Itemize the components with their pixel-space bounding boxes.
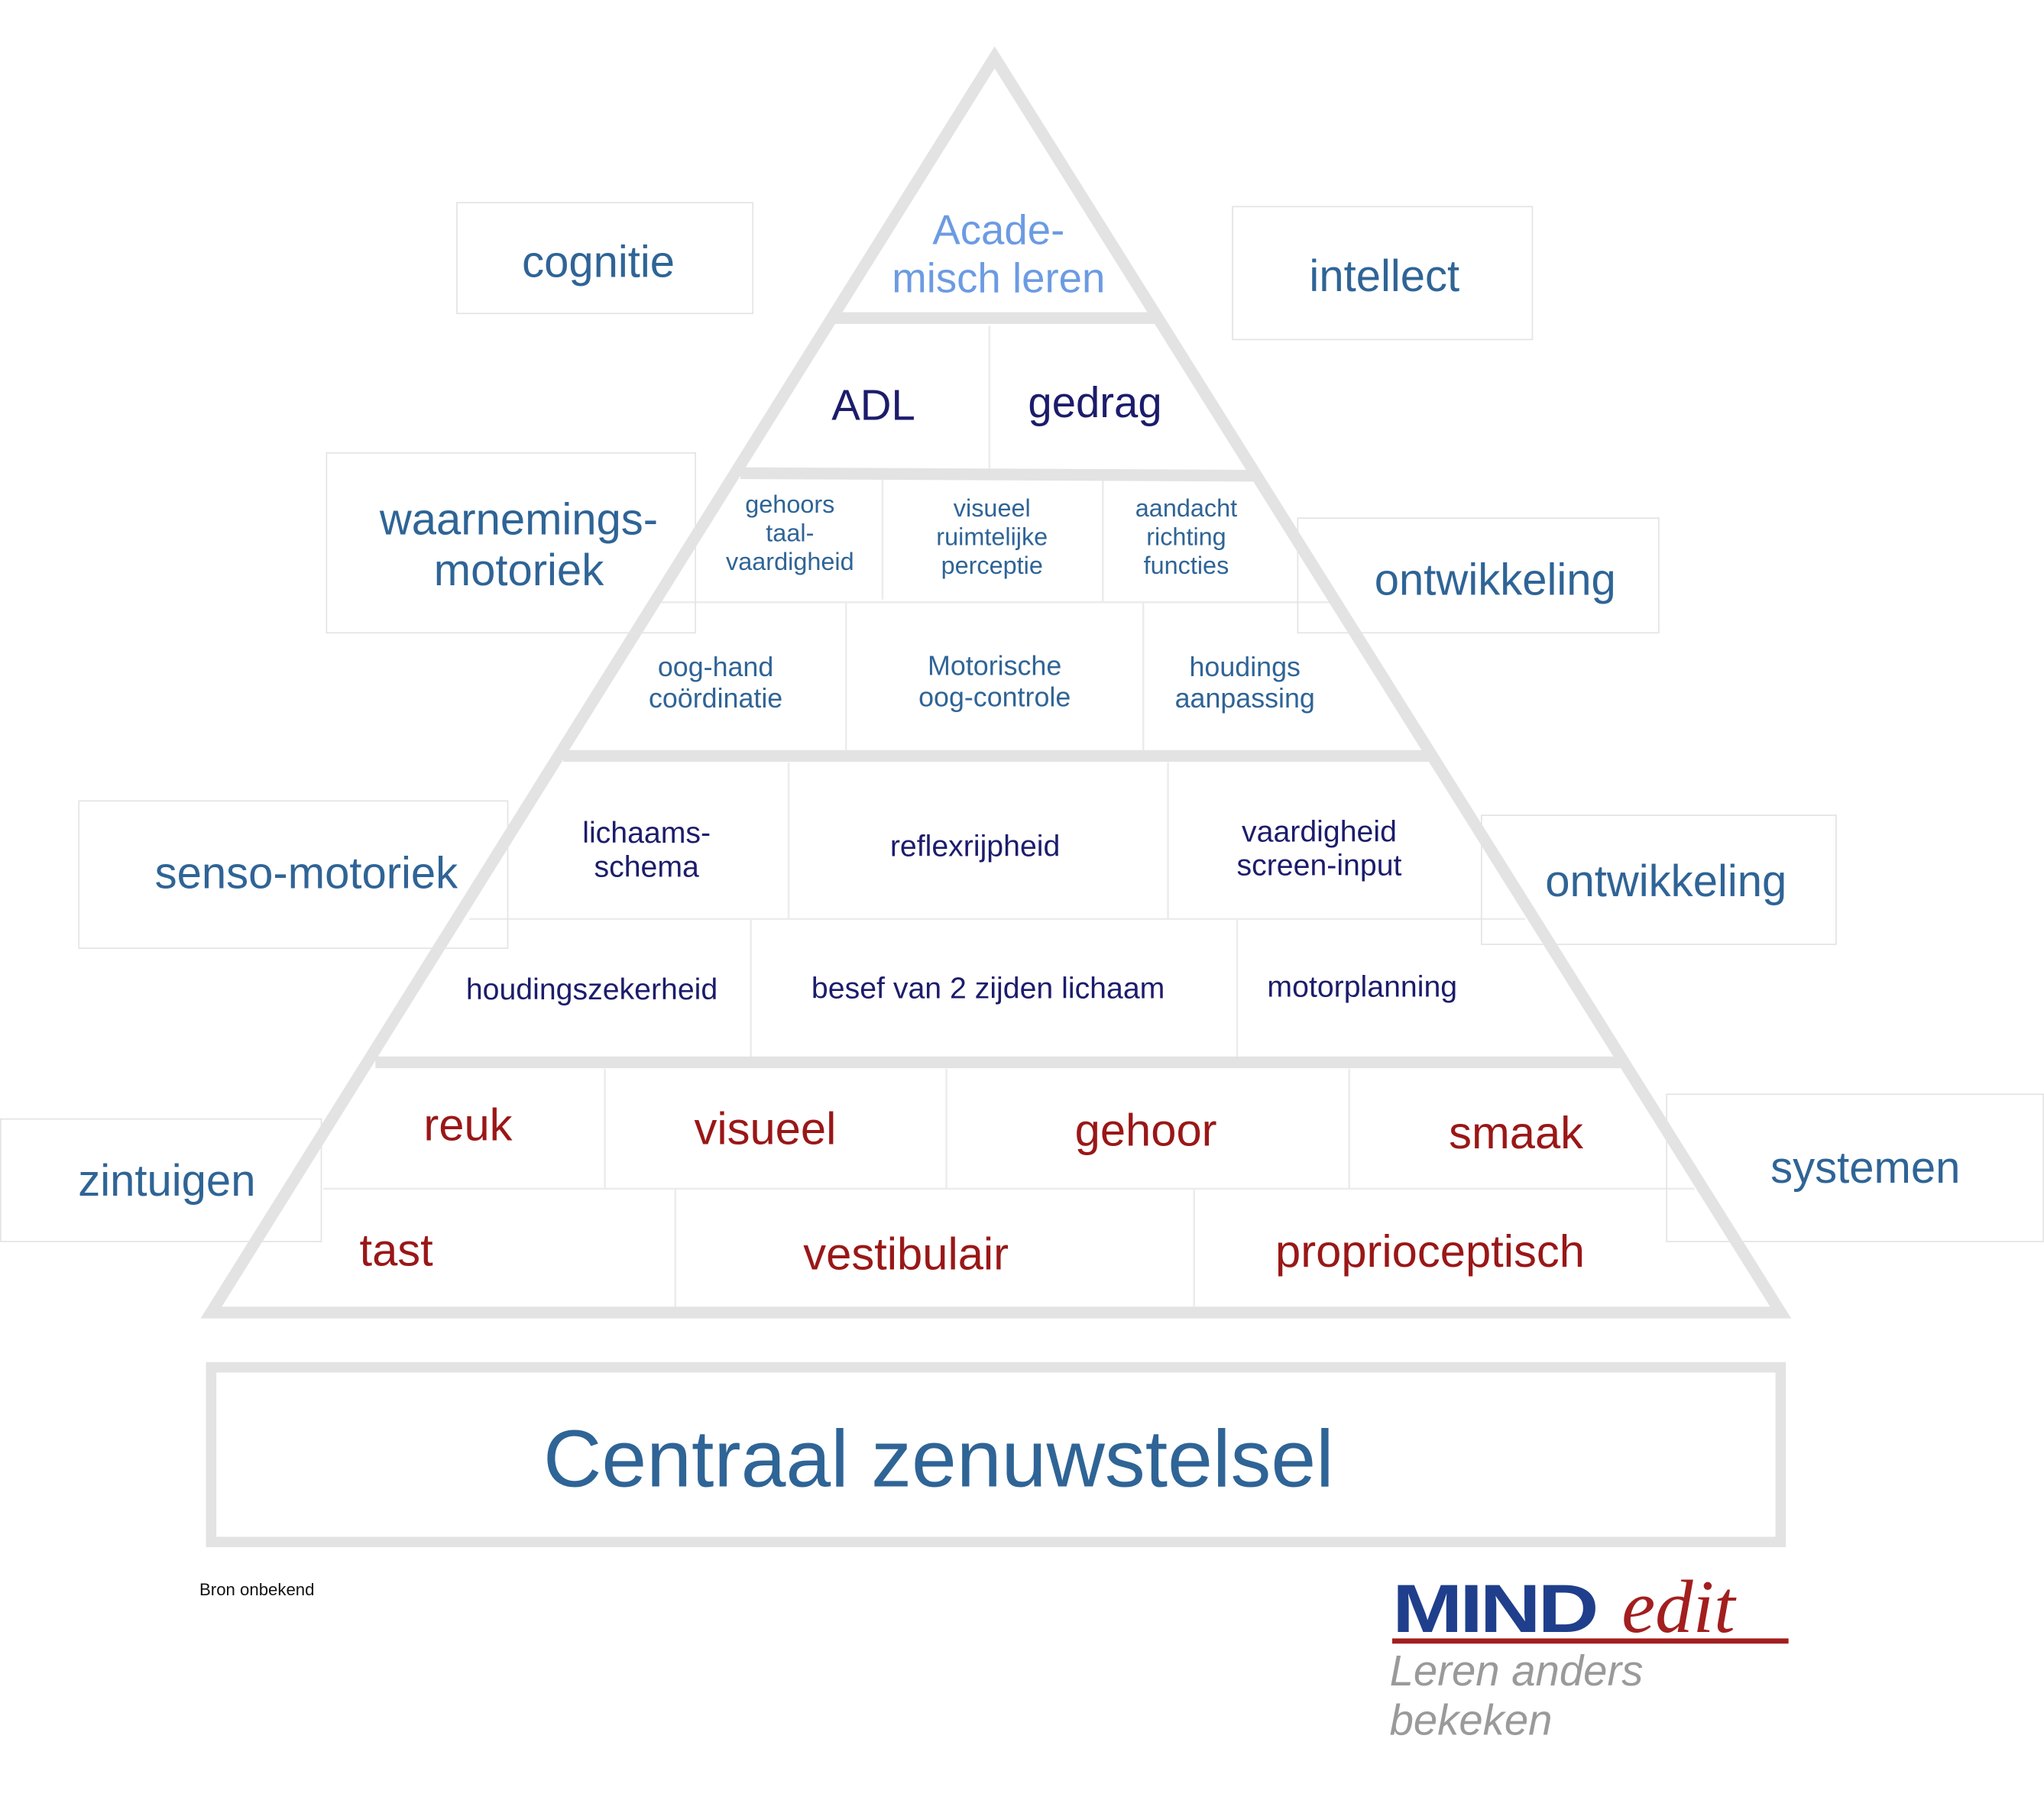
cell-gedrag: gedrag [1028, 377, 1162, 426]
source-note: Bron onbekend [199, 1579, 315, 1600]
logo-edit: edit [1621, 1564, 1735, 1650]
cell-houdings-aanpassing: houdings aanpassing [1174, 652, 1315, 714]
sensomotoriek-box [78, 800, 509, 949]
cell-houdingszekerheid: houdingszekerheid [465, 972, 718, 1006]
cell-aandacht-richting-functies: aandacht richting functies [1135, 495, 1238, 581]
cognitie-box [456, 202, 754, 315]
ontwikkeling-box-2 [1481, 814, 1837, 945]
cell-gehoor: gehoor [1074, 1105, 1217, 1157]
label-sensomotoriek: senso-motoriek [154, 849, 458, 899]
intellect-box [1232, 206, 1534, 341]
foundation-label: Centraal zenuwstelsel [543, 1414, 1334, 1505]
cell-adl: ADL [831, 380, 915, 429]
cell-visueel: visueel [694, 1103, 837, 1155]
cell-vaardigheid-screen-input: vaardigheid screen-input [1236, 814, 1402, 882]
cell-smaak: smaak [1449, 1107, 1584, 1159]
cell-gehoors-taalvaardigheid: gehoors taal- vaardigheid [726, 491, 854, 576]
label-intellect: intellect [1309, 252, 1460, 302]
cell-proprioceptisch: proprioceptisch [1275, 1226, 1585, 1277]
foundation-box [206, 1362, 1786, 1548]
label-ontwikkeling-2: ontwikkeling [1545, 856, 1787, 907]
cell-besef-van-2-zijden: besef van 2 zijden lichaam [811, 970, 1165, 1005]
cell-vestibulair: vestibulair [803, 1229, 1009, 1281]
cell-oog-hand-coordinatie: oog-hand coördinatie [648, 652, 783, 714]
label-waarnemingsmotoriek: waarnemings- motoriek [379, 495, 659, 596]
cell-lichaamsschema: lichaams- schema [582, 815, 711, 884]
label-zintuigen: zintuigen [78, 1156, 256, 1206]
ontwikkeling-box-1 [1297, 517, 1660, 634]
logo-underline [1392, 1638, 1789, 1644]
cell-motorplanning: motorplanning [1267, 969, 1458, 1004]
cell-visueel-ruimtelijke-perceptie: visueel ruimtelijke perceptie [936, 495, 1048, 581]
cell-academisch-leren: Acade- misch leren [892, 206, 1106, 302]
cell-reuk: reuk [423, 1099, 513, 1151]
cell-tast: tast [359, 1225, 433, 1276]
cell-motorische-oog-controle: Motorische oog-controle [918, 651, 1071, 714]
cell-reflexrijpheid: reflexrijpheid [889, 828, 1061, 863]
logo-mind: MIND [1392, 1572, 1599, 1648]
label-cognitie: cognitie [522, 238, 675, 288]
systemen-box [1666, 1093, 2044, 1242]
mindedit-logo: MIND edit Leren anders bekeken [1390, 1564, 1794, 1744]
zintuigen-box [0, 1118, 322, 1242]
logo-tagline: Leren anders bekeken [1389, 1646, 1644, 1744]
waarnemingsmotoriek-box [326, 452, 697, 634]
label-ontwikkeling-1: ontwikkeling [1374, 555, 1616, 606]
label-systemen: systemen [1770, 1143, 1961, 1193]
